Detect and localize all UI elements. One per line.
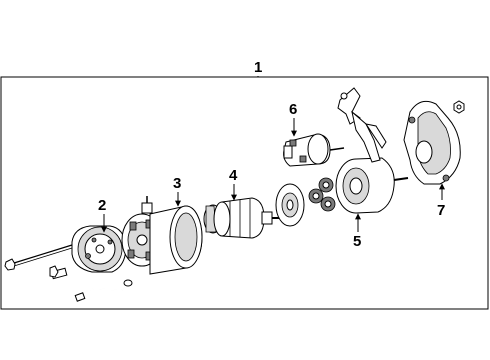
planetary-gears: [308, 177, 336, 212]
solenoid: [283, 133, 345, 167]
lead-wire: [74, 279, 133, 302]
armature: [203, 197, 280, 239]
yoke: [141, 196, 203, 275]
drive-housing: [403, 100, 465, 185]
bearing-plate: [275, 183, 305, 227]
through-bolt: [4, 244, 73, 271]
callout-5: 5: [353, 233, 361, 250]
callout-4: 4: [229, 167, 238, 184]
callout-6: 6: [289, 101, 297, 118]
internal-gear-housing: [335, 157, 409, 214]
end-frame: [71, 225, 127, 273]
callout-3: 3: [173, 175, 181, 192]
drive-lever: [337, 87, 387, 163]
callout-2: 2: [98, 197, 106, 214]
screw: [49, 265, 68, 280]
callout-1: 1: [254, 59, 262, 76]
assembly-frame: [0, 76, 489, 310]
callout-7: 7: [437, 202, 445, 219]
